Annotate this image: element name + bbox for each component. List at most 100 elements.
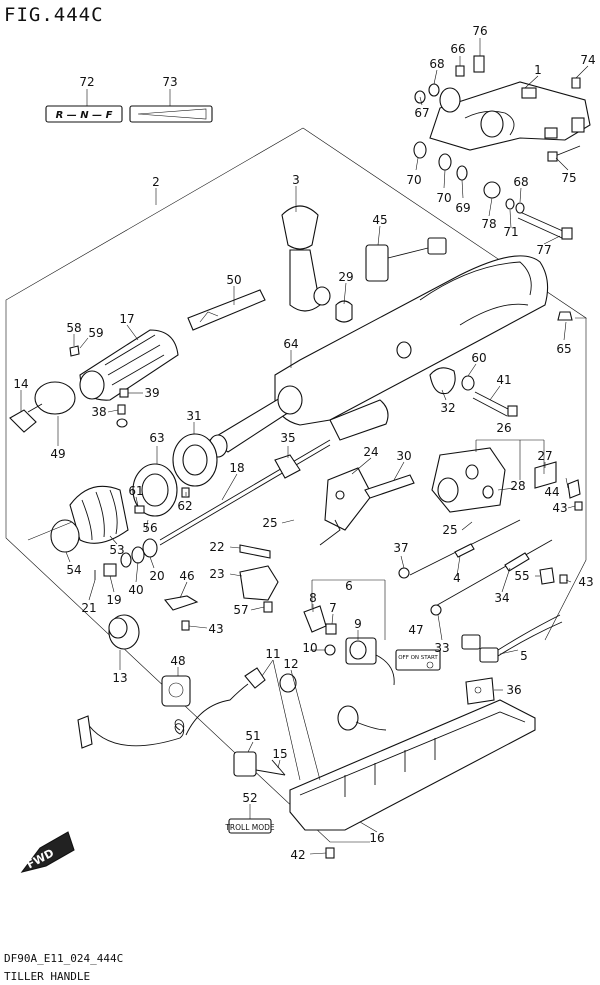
bracket-23 — [239, 565, 279, 601]
callout-54: 54 — [66, 563, 81, 577]
grip-17 — [79, 329, 179, 401]
callout-29: 29 — [338, 270, 353, 284]
callout-27: 27 — [537, 449, 552, 463]
bolt-43c — [181, 620, 190, 631]
callout-7: 7 — [329, 601, 337, 615]
ring-63 — [132, 463, 178, 517]
callout-36: 36 — [506, 683, 521, 697]
callout-66: 66 — [450, 42, 465, 56]
callout-15: 15 — [272, 747, 287, 761]
link-rod — [319, 519, 341, 546]
callout-71: 71 — [503, 225, 518, 239]
bracket-55 — [539, 567, 555, 585]
callout-42: 42 — [290, 848, 305, 862]
callout-40: 40 — [128, 583, 143, 597]
ring-12 — [279, 673, 297, 693]
bracket-35 — [274, 454, 301, 479]
callout-35: 35 — [280, 431, 295, 445]
callout-62: 62 — [177, 499, 192, 513]
twist-grip-53 — [69, 485, 129, 544]
callout-39: 39 — [144, 386, 159, 400]
callout-31: 31 — [186, 409, 201, 423]
leader-lines — [20, 38, 589, 855]
fwd-arrow: FWD — [20, 831, 75, 873]
sensor-10 — [337, 705, 387, 731]
callout-12: 12 — [283, 657, 298, 671]
callout-19: 19 — [106, 593, 121, 607]
cone-line — [27, 521, 73, 541]
callout-67: 67 — [414, 106, 429, 120]
knob-14 — [9, 381, 76, 433]
bracket-46 — [163, 595, 199, 611]
cap-32 — [429, 367, 456, 395]
callout-49: 49 — [50, 447, 65, 461]
callout-38: 38 — [91, 405, 106, 419]
callout-56: 56 — [142, 521, 157, 535]
bolt-62 — [181, 487, 190, 498]
callout-16: 16 — [369, 831, 384, 845]
callout-47: 47 — [408, 623, 423, 637]
callout-43b: 43 — [552, 501, 567, 515]
callout-8: 8 — [309, 591, 317, 605]
cable-34-end — [504, 552, 530, 572]
callout-59: 59 — [88, 326, 103, 340]
pin-15 — [271, 759, 286, 776]
callout-76: 76 — [472, 24, 487, 38]
bolt-43b — [559, 574, 568, 584]
bolt-39 — [119, 388, 129, 398]
callout-30: 30 — [396, 449, 411, 463]
cable-4-end — [454, 543, 475, 558]
callout-20: 20 — [149, 569, 164, 583]
switch-plate-text: OFF ON START — [398, 655, 438, 661]
throttle-shaft — [208, 385, 389, 458]
bolt-43a — [574, 501, 583, 511]
callout-6: 6 — [345, 579, 353, 593]
callout-1: 1 — [534, 63, 542, 77]
lever-30 — [364, 474, 415, 499]
callout-57: 57 — [233, 603, 248, 617]
callout-61: 61 — [128, 484, 143, 498]
part-19 — [103, 563, 117, 577]
callout-23: 23 — [209, 567, 224, 581]
clip-33 — [430, 604, 442, 616]
washer-60 — [461, 375, 475, 391]
ring-31 — [172, 433, 218, 487]
callout-74: 74 — [580, 53, 595, 67]
callout-65: 65 — [556, 342, 571, 356]
cable-18 — [159, 439, 331, 541]
callout-10: 10 — [302, 641, 317, 655]
callout-55: 55 — [514, 569, 529, 583]
bracket-44 — [567, 479, 581, 499]
assembly-boundary-left — [5, 127, 370, 843]
washer-38 — [116, 418, 128, 428]
harness-45 — [365, 237, 447, 282]
callout-63: 63 — [149, 431, 164, 445]
callout-25b: 25 — [442, 523, 457, 537]
tiller-housing-64 — [274, 255, 549, 426]
callout-3: 3 — [292, 173, 300, 187]
callout-75: 75 — [561, 171, 576, 185]
callout-13: 13 — [112, 671, 127, 685]
troll-mode-decal-52: TROLL MODE — [224, 818, 275, 834]
callout-21: 21 — [81, 601, 96, 615]
callout-78: 78 — [481, 217, 496, 231]
callout-41: 41 — [496, 373, 511, 387]
bolt-57 — [263, 601, 273, 613]
callout-53: 53 — [109, 543, 124, 557]
callout-17: 17 — [119, 312, 134, 326]
stop-switch-13 — [108, 614, 140, 650]
callout-25a: 25 — [262, 516, 277, 530]
bolt-75 — [547, 145, 581, 162]
screw-58 — [69, 345, 80, 357]
callout-72: 72 — [79, 75, 94, 89]
bolt-41 — [472, 391, 518, 417]
bolt-61 — [134, 505, 145, 514]
callout-70a: 70 — [406, 173, 421, 187]
callout-60: 60 — [471, 351, 486, 365]
callout-24: 24 — [363, 445, 378, 459]
callout-4: 4 — [453, 571, 461, 585]
callout-32: 32 — [440, 401, 455, 415]
figure-code: DF90A_E11_024_444C — [4, 952, 123, 965]
callout-48: 48 — [170, 654, 185, 668]
